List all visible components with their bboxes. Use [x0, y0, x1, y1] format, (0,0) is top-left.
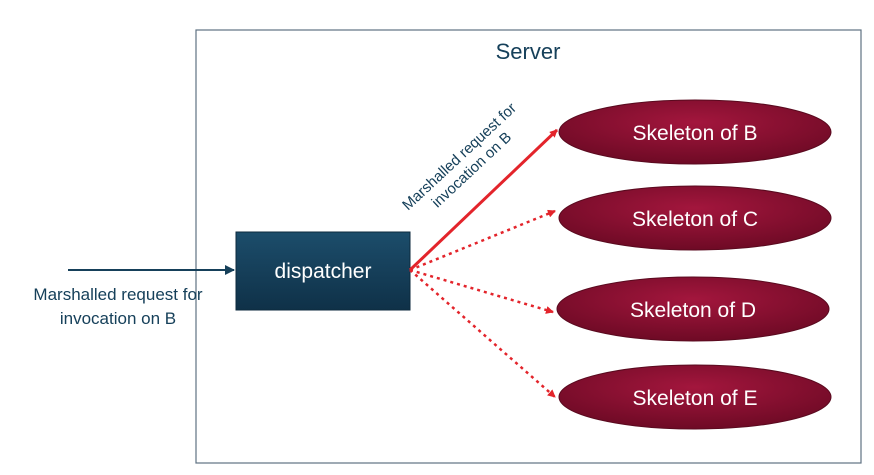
skeleton-d: Skeleton of D	[556, 276, 830, 342]
arrow-to-skeleton-b	[408, 128, 559, 272]
skeleton-b-label: Skeleton of B	[633, 122, 758, 145]
skeleton-c: Skeleton of C	[558, 185, 832, 251]
skeleton-d-label: Skeleton of D	[630, 299, 756, 322]
skeleton-e-label: Skeleton of E	[633, 387, 758, 410]
server-title: Server	[496, 39, 561, 64]
incoming-caption-line2: invocation on B	[60, 309, 176, 328]
arrow-to-skeleton-c	[409, 209, 556, 272]
skeleton-b: Skeleton of B	[558, 99, 832, 165]
dispatcher-label: dispatcher	[275, 260, 372, 283]
skeleton-e: Skeleton of E	[558, 364, 832, 430]
dispatcher-box	[235, 231, 411, 311]
skeleton-c-label: Skeleton of C	[632, 208, 758, 231]
incoming-caption-line1: Marshalled request for	[33, 285, 202, 304]
